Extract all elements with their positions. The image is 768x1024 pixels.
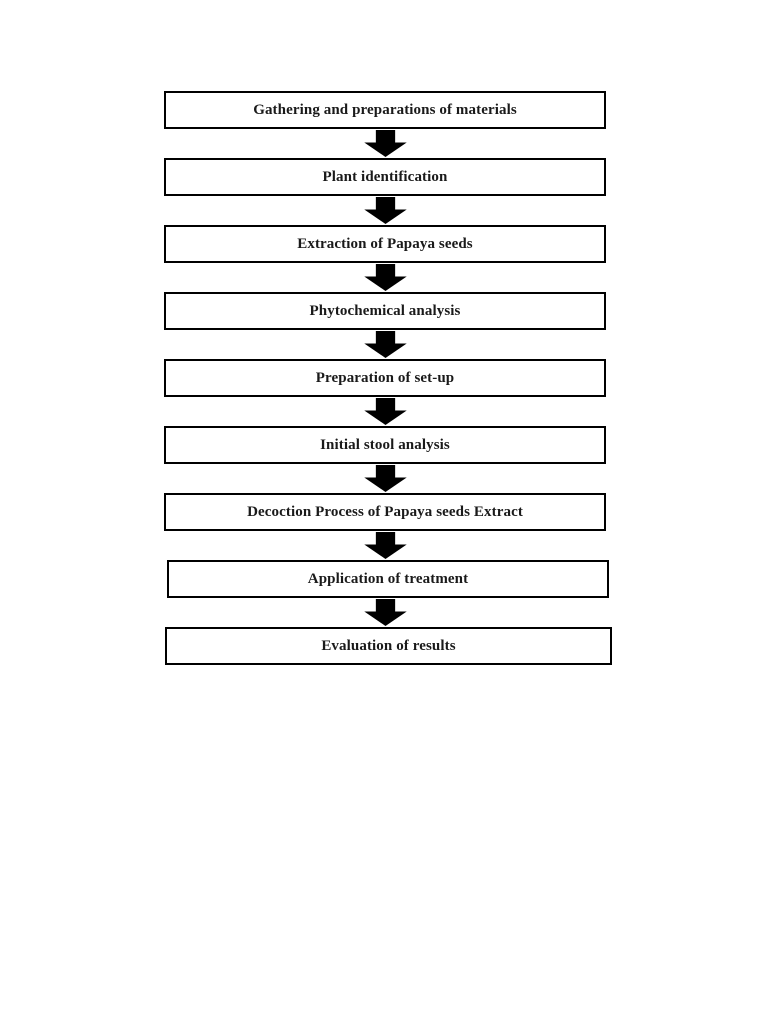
flow-step-box: Gathering and preparations of materials <box>164 91 606 129</box>
down-arrow-icon <box>164 129 606 158</box>
flow-step-label: Phytochemical analysis <box>309 302 461 319</box>
down-arrow-icon <box>164 397 606 426</box>
flow-step-box: Extraction of Papaya seeds <box>164 225 606 263</box>
flow-step-label: Extraction of Papaya seeds <box>297 235 473 252</box>
flow-step-box: Phytochemical analysis <box>164 292 606 330</box>
flow-step-label: Gathering and preparations of materials <box>253 101 517 118</box>
flow-step-label: Decoction Process of Papaya seeds Extrac… <box>247 503 523 520</box>
down-arrow-icon <box>164 531 606 560</box>
flow-step-label: Initial stool analysis <box>320 436 450 453</box>
down-arrow-icon <box>164 598 606 627</box>
down-arrow-icon <box>164 196 606 225</box>
down-arrow-icon <box>164 263 606 292</box>
flow-step-box: Decoction Process of Papaya seeds Extrac… <box>164 493 606 531</box>
flow-step-label: Application of treatment <box>307 570 469 587</box>
flow-step-box: Application of treatment <box>167 560 609 598</box>
down-arrow-icon <box>164 464 606 493</box>
down-arrow-icon <box>164 330 606 359</box>
flow-step-box: Evaluation of results <box>165 627 612 665</box>
flow-step-box: Plant identification <box>164 158 606 196</box>
flowchart: Gathering and preparations of materials … <box>164 91 612 665</box>
flow-step-label: Preparation of set-up <box>315 369 455 386</box>
flow-step-label: Evaluation of results <box>321 637 456 654</box>
flow-step-box: Initial stool analysis <box>164 426 606 464</box>
flow-step-box: Preparation of set-up <box>164 359 606 397</box>
flow-step-label: Plant identification <box>322 168 448 185</box>
